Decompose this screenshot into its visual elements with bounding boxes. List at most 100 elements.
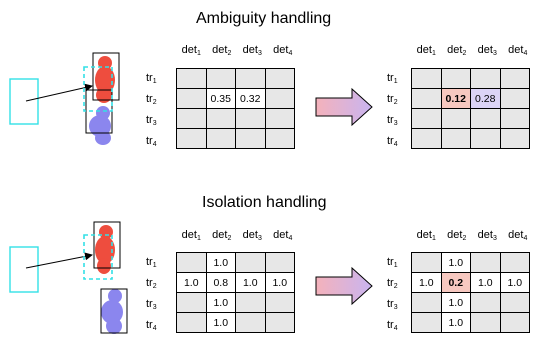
row-label: tr1 [146,72,157,85]
column-label: det1 [181,44,201,57]
matrix-cell [499,128,530,149]
matrix-cell: 0.35 [205,88,236,109]
row-label: tr2 [146,93,157,106]
row-header: tr1 tr2 tr3 tr4 [146,68,157,152]
detection-box [93,221,121,269]
transform-arrow [315,87,373,127]
matrix-cell [235,68,266,89]
matrix-cell [235,292,266,313]
row-label: tr3 [146,114,157,127]
row-header: tr1 tr2 tr3 tr4 [387,68,398,152]
ambiguity-sketch [9,52,120,145]
track-box [9,246,39,293]
matrix-cell [411,128,442,149]
row-label: tr4 [146,135,157,148]
blue-person-blob [89,106,111,145]
column-header: det1 det2 det3 det4 [411,44,533,57]
column-label: det2 [447,229,467,242]
matrix-cell [176,292,207,313]
column-label: det2 [212,44,232,57]
matrix-cell [499,88,530,109]
column-label: det4 [508,229,528,242]
column-label: det1 [416,44,436,57]
matrix-cell-highlight: 0.28 [470,88,501,109]
row-label: tr2 [387,93,398,106]
row-label: tr2 [387,277,398,290]
matrix-cell-highlight: 0.2 [440,272,471,293]
row-label: tr2 [146,277,157,290]
matrix-cell [470,292,501,313]
matrix-cell [176,312,207,333]
track-box-dashed [83,66,113,112]
row-label: tr1 [387,72,398,85]
column-label: det3 [242,44,262,57]
matrix-cell [264,292,295,313]
column-label: det3 [477,44,497,57]
matrix-cell [411,292,442,313]
matrix-cell [235,108,266,129]
matrix-cell: 1.0 [176,272,207,293]
red-person-blob [95,56,115,103]
matrix-cell [440,128,471,149]
matrix-cell [470,312,501,333]
association-matrix-before: 0.35 0.32 [176,68,295,149]
matrix-cell-highlight: 0.12 [440,88,471,109]
column-header: det1 det2 det3 det4 [411,229,533,242]
association-arrow [25,83,93,102]
detection-box [100,288,128,334]
column-label: det3 [477,229,497,242]
matrix-cell [411,88,442,109]
row-header: tr1 tr2 tr3 tr4 [387,252,398,336]
matrix-cell: 0.32 [235,88,266,109]
matrix-cell [411,252,442,273]
matrix-cell [499,108,530,129]
association-matrix-after: 1.0 1.0 0.2 1.0 1.0 1.0 1.0 [411,252,530,333]
matrix-cell [499,312,530,333]
detection-box [92,52,120,101]
matrix-cell [205,68,236,89]
matrix-cell: 1.0 [205,312,236,333]
association-arrow [25,252,93,269]
matrix-cell [176,252,207,273]
matrix-cell [499,252,530,273]
row-label: tr3 [387,298,398,311]
row-header: tr1 tr2 tr3 tr4 [146,252,157,336]
matrix-cell [176,88,207,109]
matrix-cell [264,312,295,333]
matrix-cell [411,68,442,89]
transform-arrow [315,266,373,306]
column-label: det1 [181,229,201,242]
section-title-isolation: Isolation handling [202,194,327,211]
matrix-cell: 0.8 [205,272,236,293]
association-matrix-before: 1.0 1.0 0.8 1.0 1.0 1.0 1.0 [176,252,295,333]
column-header: det1 det2 det3 det4 [176,44,298,57]
matrix-cell [264,88,295,109]
matrix-cell [470,252,501,273]
track-box [9,78,39,125]
matrix-cell [264,68,295,89]
section-title-ambiguity: Ambiguity handling [196,10,332,27]
row-label: tr4 [146,319,157,332]
matrix-cell [440,108,471,129]
matrix-cell [176,108,207,129]
matrix-cell [176,128,207,149]
matrix-cell [264,252,295,273]
red-person-blob [95,225,115,274]
matrix-cell [470,68,501,89]
matrix-cell [264,108,295,129]
matrix-cell: 1.0 [470,272,501,293]
matrix-cell: 1.0 [440,312,471,333]
matrix-cell: 1.0 [264,272,295,293]
row-label: tr4 [387,319,398,332]
row-label: tr3 [146,298,157,311]
column-header: det1 det2 det3 det4 [176,229,298,242]
matrix-cell [411,312,442,333]
matrix-cell [264,128,295,149]
matrix-cell [235,312,266,333]
matrix-cell: 1.0 [235,272,266,293]
matrix-cell [205,108,236,129]
matrix-cell [235,128,266,149]
matrix-cell: 1.0 [440,292,471,313]
row-label: tr4 [387,135,398,148]
